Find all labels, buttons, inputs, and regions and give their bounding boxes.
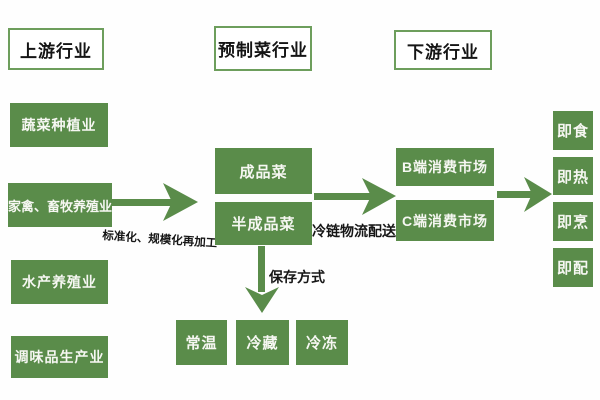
label-storage-method: 保存方式 [269,269,325,285]
storage-box-room-temperature: 常温 [176,320,227,365]
header-downstream-industry: 下游行业 [394,30,492,70]
label-cold-chain-logistics: 冷链物流配送 [312,223,396,239]
storage-box-frozen: 冷冻 [296,320,348,365]
upstream-box-condiment-production: 调味品生产业 [11,336,108,378]
label-standardized-reprocessing: 标准化、规模化再加工 [101,229,218,250]
arrow-upstream-to-middle [110,183,198,221]
upstream-box-aquaculture: 水产养殖业 [11,260,108,304]
downstream-box-b-end-market: B端消费市场 [396,148,494,186]
arrow-middle-to-downstream [314,178,396,215]
middle-box-semi-finished-dishes: 半成品菜 [215,202,312,245]
downstream-box-c-end-market: C端消费市场 [396,200,494,241]
storage-box-refrigerated: 冷藏 [236,320,289,365]
product-box-ready-to-heat: 即热 [553,157,593,195]
product-box-ready-to-eat: 即食 [553,111,593,150]
middle-box-finished-dishes: 成品菜 [215,148,312,194]
upstream-box-poultry-livestock: 家禽、畜牧养殖业 [8,183,112,227]
arrow-markets-to-products [497,177,552,212]
header-upstream-industry: 上游行业 [8,28,104,70]
header-prepared-dish-industry: 预制菜行业 [214,26,312,71]
product-box-ready-to-mix: 即配 [553,248,593,287]
upstream-box-vegetable-planting: 蔬菜种植业 [10,103,108,147]
product-box-ready-to-cook: 即烹 [553,202,593,241]
